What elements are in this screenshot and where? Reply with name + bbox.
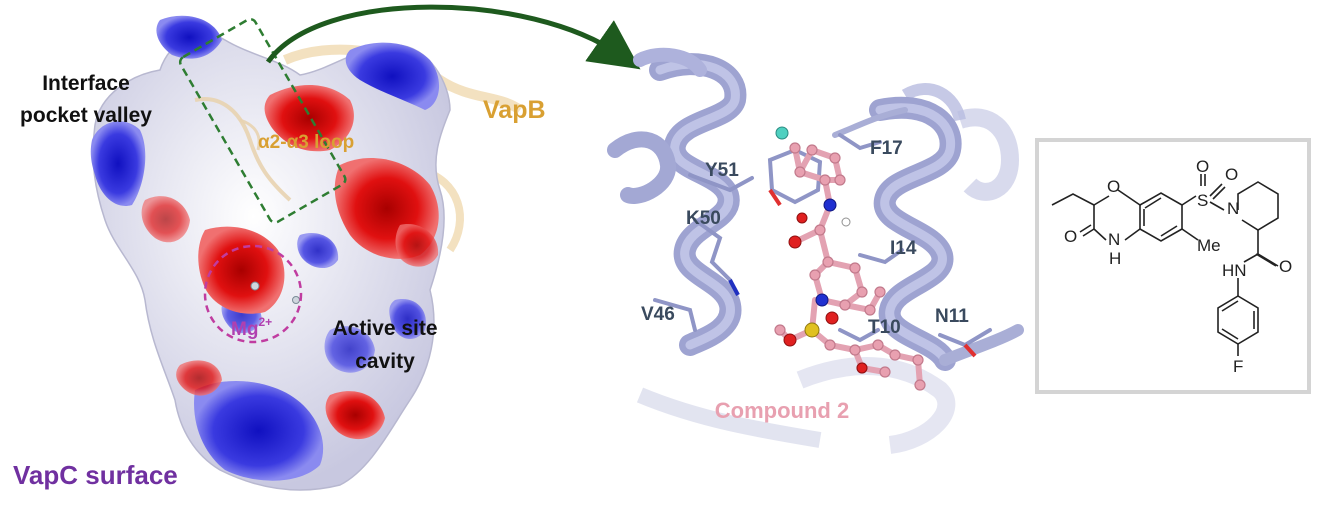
active-site-label-line2: cavity bbox=[355, 350, 415, 373]
chemical-structure bbox=[1051, 174, 1279, 356]
residue-label-t10: T10 bbox=[868, 317, 901, 338]
atom-n-piperidine: N bbox=[1227, 199, 1239, 218]
compound-label: Compound 2 bbox=[715, 398, 849, 423]
residue-label-y51: Y51 bbox=[705, 160, 739, 181]
atom-o-amide: O bbox=[1279, 257, 1292, 276]
atom-hn-amide: HN bbox=[1222, 261, 1247, 280]
mg-label: Mg2+ bbox=[231, 315, 272, 340]
panel-title: VapC surface bbox=[13, 460, 178, 490]
residue-label-n11: N11 bbox=[935, 306, 969, 327]
loop-label: α2-α3 loop bbox=[258, 132, 354, 153]
atom-n-lactam: N bbox=[1108, 230, 1120, 249]
atom-methyl: Me bbox=[1197, 236, 1221, 255]
residue-label-v46: V46 bbox=[641, 304, 675, 325]
atom-s: S bbox=[1197, 191, 1208, 210]
atom-f: F bbox=[1233, 357, 1243, 376]
active-site-label-line1: Active site bbox=[332, 317, 437, 340]
interface-label-line2: pocket valley bbox=[20, 104, 152, 127]
vapc-surface-rendering bbox=[90, 15, 523, 491]
atom-o-sulfonyl-1: O bbox=[1196, 157, 1209, 176]
zoom-arrow bbox=[265, 4, 641, 70]
interface-pocket-box bbox=[178, 17, 347, 224]
interface-label-line1: Interface bbox=[42, 72, 130, 95]
residue-label-f17: F17 bbox=[870, 138, 903, 159]
atom-o-lactam: O bbox=[1064, 227, 1077, 246]
residue-label-k50: K50 bbox=[686, 208, 721, 229]
vapb-label: VapB bbox=[483, 96, 546, 124]
atom-o-sulfonyl-2: O bbox=[1225, 165, 1238, 184]
structure-frame bbox=[1035, 138, 1311, 394]
residue-label-i14: I14 bbox=[890, 238, 917, 259]
atom-h-lactam: H bbox=[1109, 249, 1121, 268]
structure-panel: O O S N O O N H Me O HN F bbox=[1035, 138, 1311, 394]
atom-o-ring: O bbox=[1107, 177, 1120, 196]
binding-site-cartoon bbox=[607, 47, 1024, 454]
mg-charge: 2+ bbox=[258, 315, 272, 329]
active-site-circle bbox=[203, 244, 303, 344]
mg-symbol: Mg bbox=[231, 319, 258, 340]
